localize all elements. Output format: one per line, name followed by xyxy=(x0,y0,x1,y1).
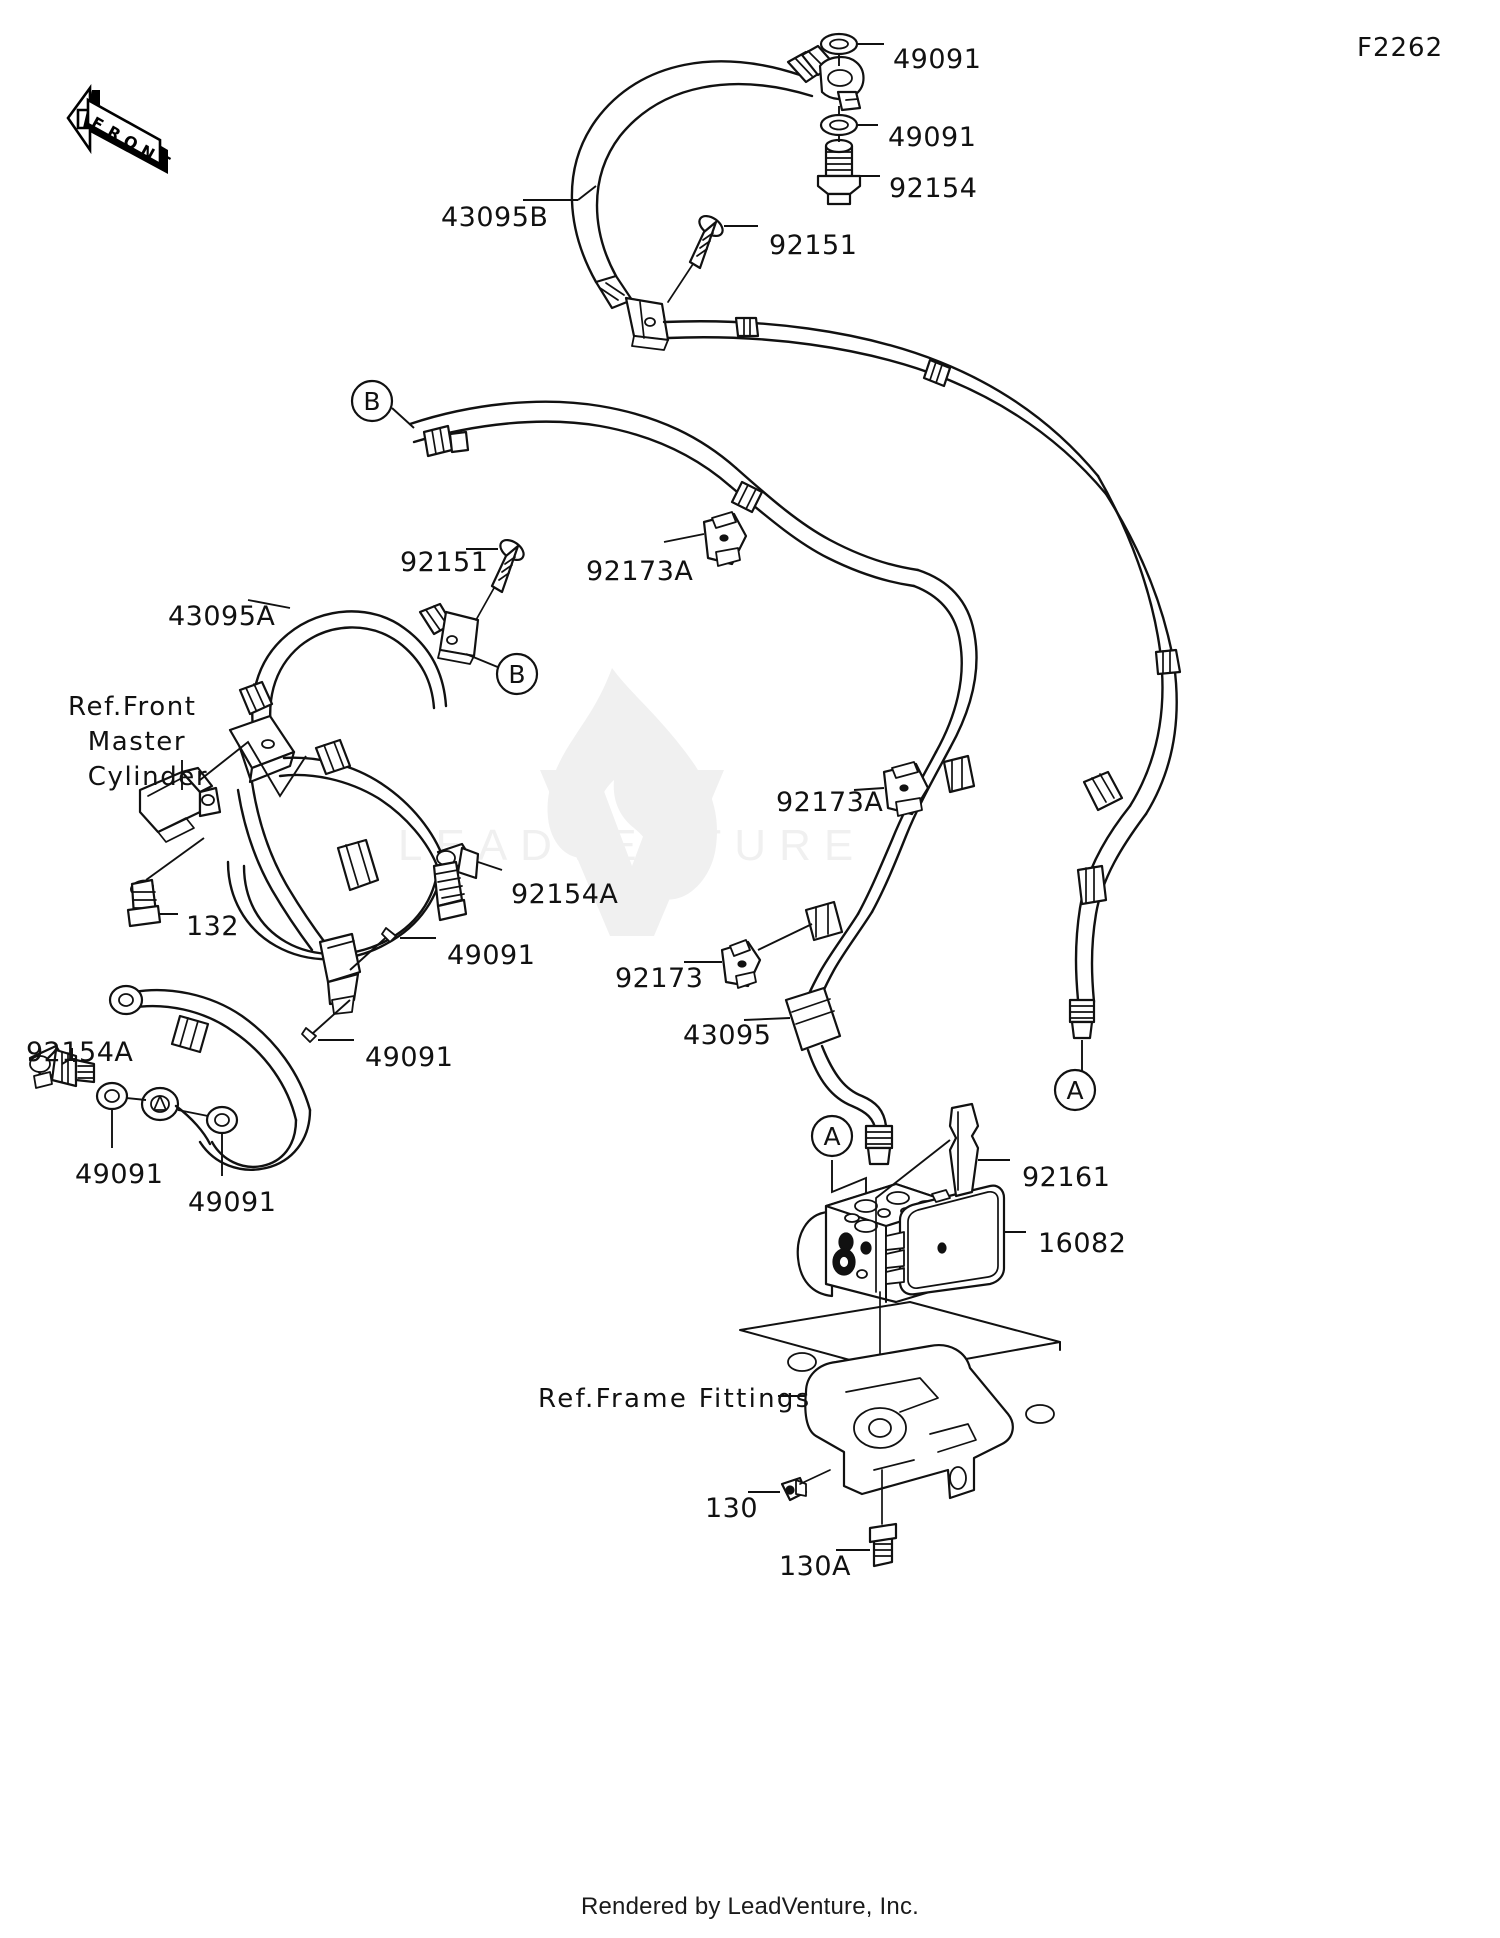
part-label-92154a: 92154A xyxy=(26,1037,134,1068)
bracket-43095A-right xyxy=(418,602,480,665)
hose-43095-to-abs xyxy=(684,923,894,1166)
part-label-92173a: 92173A xyxy=(776,787,884,818)
hose-end-fitting-left xyxy=(318,932,362,1015)
hose-eyelet-bottom xyxy=(140,1086,180,1122)
abs-unit-16082 xyxy=(796,1160,1026,1304)
clamp-92173A-upper xyxy=(663,511,748,567)
part-label-130: 130 xyxy=(705,1493,759,1524)
clamp-92173A-lower xyxy=(853,761,930,817)
hose-43095A xyxy=(226,538,525,1043)
part-label-49091: 49091 xyxy=(75,1159,164,1190)
bracket-92161 xyxy=(875,1102,1010,1199)
part-label-49091: 49091 xyxy=(365,1042,454,1073)
pipe-end-B-left xyxy=(422,424,470,458)
part-label-130a: 130A xyxy=(779,1551,852,1582)
part-label-49091: 49091 xyxy=(888,122,977,153)
bolt-130A xyxy=(868,1522,898,1568)
frame-fittings-bracket xyxy=(739,1197,1061,1568)
hose-43095B xyxy=(523,32,884,351)
clamp-92173 xyxy=(720,939,762,989)
bolt-130 xyxy=(780,1476,808,1502)
screw-92151-left xyxy=(475,538,525,621)
sheet-code: F2262 xyxy=(1357,33,1444,63)
ref-frame-fittings: Ref.Frame Fittings xyxy=(538,1384,812,1414)
banjo-bolt-92154 xyxy=(816,138,862,206)
svg-text:B: B xyxy=(508,660,525,689)
part-label-92161: 92161 xyxy=(1022,1162,1111,1193)
part-label-92151: 92151 xyxy=(769,230,858,261)
abs-inlet-fitting xyxy=(864,1124,894,1166)
part-label-49091: 49091 xyxy=(447,940,536,971)
washer-49091-bl-1 xyxy=(95,1081,129,1111)
part-label-43095b: 43095B xyxy=(441,202,549,233)
brake-pipes-long xyxy=(391,316,1182,1072)
part-label-49091: 49091 xyxy=(188,1187,277,1218)
part-label-16082: 16082 xyxy=(1038,1228,1127,1259)
hose-bottom-left xyxy=(95,984,312,1176)
svg-text:A: A xyxy=(823,1122,840,1151)
master-cylinder-bracket xyxy=(126,740,307,928)
svg-text:A: A xyxy=(1066,1076,1083,1105)
part-label-92173a: 92173A xyxy=(586,556,694,587)
banjo-fitting-upper xyxy=(818,56,865,112)
front-orientation-badge: F R O N T xyxy=(60,78,180,188)
part-label-92154: 92154 xyxy=(889,173,978,204)
render-credit: Rendered by LeadVenture, Inc. xyxy=(580,1893,920,1920)
washer-49091-bl-2 xyxy=(205,1105,239,1135)
washer-49091-second xyxy=(819,113,859,137)
banjo-bolt-92154A-center xyxy=(432,842,503,922)
watermark-leadventure: LEADVENTURE xyxy=(398,668,853,936)
part-label-92151: 92151 xyxy=(400,547,489,578)
washer-49091-top xyxy=(819,32,859,56)
part-label-92173: 92173 xyxy=(615,963,704,994)
hose-eyelet-left xyxy=(108,984,144,1016)
part-label-92154a: 92154A xyxy=(511,879,619,910)
part-label-43095: 43095 xyxy=(683,1020,772,1051)
part-label-43095a: 43095A xyxy=(168,601,276,632)
hose-bracket-upper xyxy=(594,274,670,351)
svg-text:B: B xyxy=(363,387,380,416)
hose-joint-block-left xyxy=(228,714,296,784)
screw-92151-upper xyxy=(667,214,724,303)
part-label-132: 132 xyxy=(186,911,240,942)
ref-front-master-cylinder: Ref.Front Master Cylinder xyxy=(68,692,209,792)
part-label-49091: 49091 xyxy=(893,44,982,75)
pipe-end-fitting-right xyxy=(1068,998,1096,1040)
banjo-bolt-92154A xyxy=(28,1044,96,1089)
callout-circles xyxy=(350,379,1097,1158)
fitting-43095 xyxy=(784,986,842,1052)
screw-132 xyxy=(126,878,162,928)
